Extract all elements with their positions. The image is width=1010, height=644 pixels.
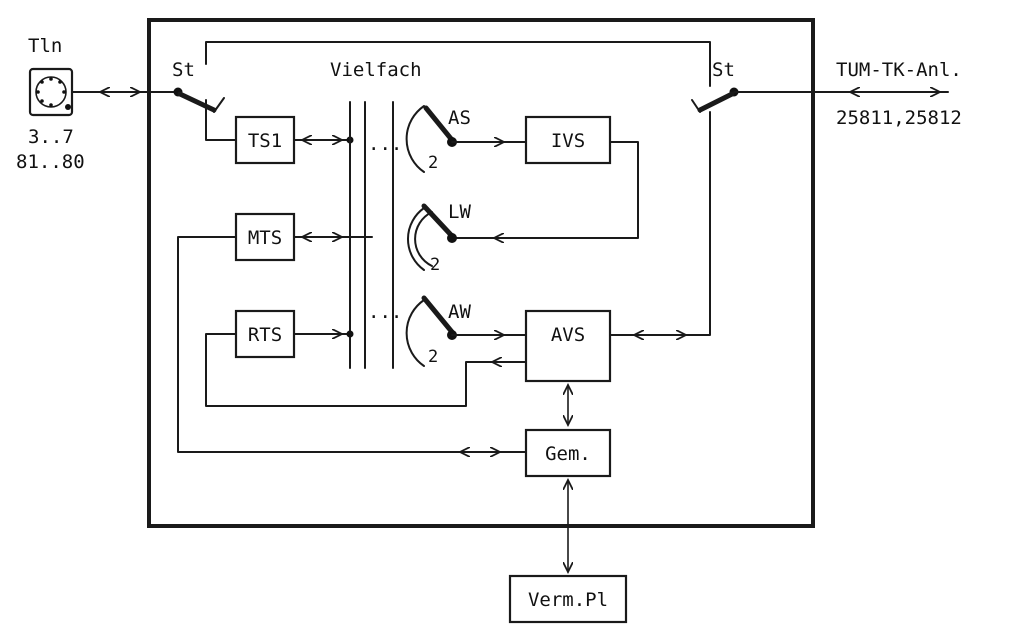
right-switch <box>691 87 739 113</box>
matrix-label: Vielfach <box>330 59 422 81</box>
rts-junction <box>346 330 354 338</box>
telephone-icon <box>28 67 74 117</box>
avs-label: AVS <box>551 324 585 346</box>
as-count: 2 <box>428 153 438 173</box>
mts-label: MTS <box>248 227 282 249</box>
ivs-label: IVS <box>551 130 585 152</box>
subscriber-label: Tln <box>28 35 62 57</box>
left-switch-label: St <box>172 59 195 81</box>
verm-label: Verm.Pl <box>528 589 608 611</box>
right-switch-label: St <box>712 59 735 81</box>
switch-to-ts1-line <box>205 99 237 141</box>
lw-selector <box>407 203 457 271</box>
rts-label: RTS <box>248 324 282 346</box>
ivs-box <box>524 115 612 165</box>
gem-box <box>524 428 612 478</box>
exchange-frame <box>147 18 815 528</box>
subscriber-numbers-1: 3..7 <box>28 126 74 148</box>
external-numbers: 25811,25812 <box>836 107 962 129</box>
lw-count: 2 <box>430 255 440 275</box>
ivs-to-lw-line <box>451 141 639 239</box>
avs-box <box>524 309 612 383</box>
rts-box <box>234 309 296 359</box>
matrix-dots-bottom: ... <box>368 301 402 323</box>
lw-label: LW <box>448 201 471 223</box>
verm-box <box>508 574 628 624</box>
avs-to-right-switch-line <box>609 111 711 336</box>
top-bus-line <box>205 41 711 87</box>
gem-label: Gem. <box>545 443 591 465</box>
left-switch <box>173 87 225 113</box>
aw-count: 2 <box>428 347 438 367</box>
aw-label: AW <box>448 301 471 323</box>
matrix-dots-top: ... <box>368 133 402 155</box>
subscriber-numbers-2: 81..80 <box>16 151 85 173</box>
external-label: TUM-TK-Anl. <box>836 59 962 81</box>
ts1-label: TS1 <box>248 130 282 152</box>
avs-to-rts-loop <box>205 333 527 407</box>
mts-to-gem-line <box>177 236 527 453</box>
as-selector <box>405 105 457 173</box>
as-label: AS <box>448 107 471 129</box>
ts1-box <box>234 115 296 165</box>
